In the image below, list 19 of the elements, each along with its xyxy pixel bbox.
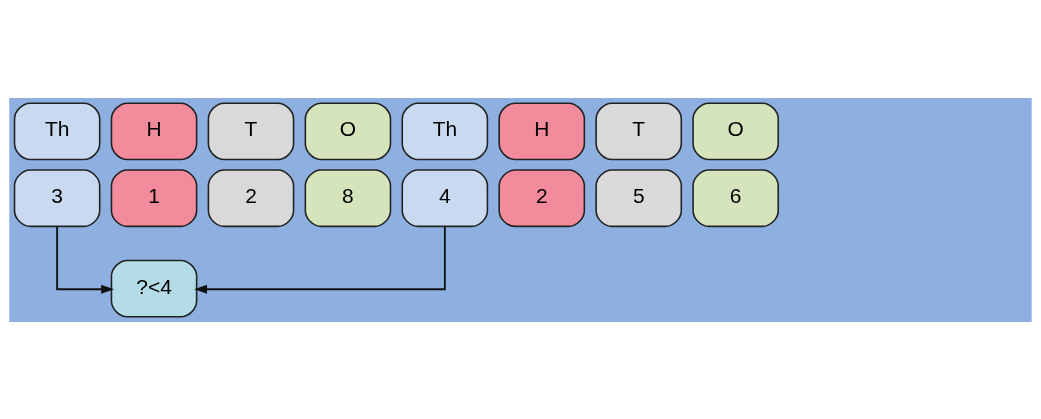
node-box: 3 [13,168,101,227]
arrow [56,225,114,294]
node-box: 1 [110,168,198,227]
node-box: ?<4 [110,259,198,318]
node-box: H [110,101,198,160]
node-box: 2 [498,168,586,227]
node-box: 8 [304,168,392,227]
node-box: O [304,101,392,160]
node-box: Th [401,101,489,160]
node-box: T [207,101,295,160]
node-box: Th [13,101,101,160]
node-box: 4 [401,168,489,227]
node-box: O [692,101,779,160]
node-box: 2 [207,168,295,227]
node-box: H [498,101,586,160]
node-box: T [595,101,683,160]
node-box: 6 [692,168,779,227]
arrow [194,225,446,294]
node-box: 5 [595,168,683,227]
